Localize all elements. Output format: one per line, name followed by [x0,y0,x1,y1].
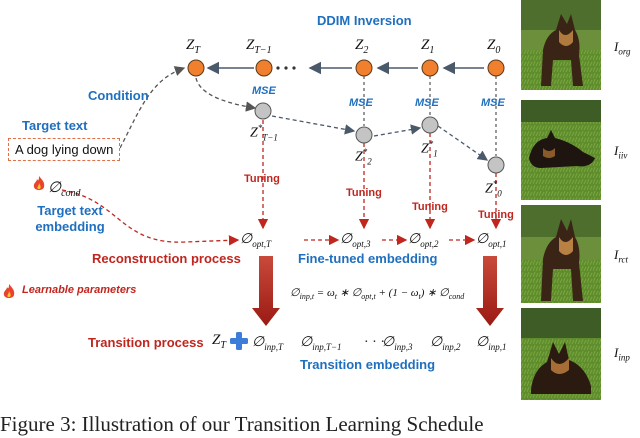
node-label-zstar-T-1: Z*T−1 [250,123,278,143]
flame-icon [3,284,15,298]
inp-label-T: ∅inp,T [252,335,283,352]
cond-symbol: ∅cond [48,180,81,199]
image-label-rct: Irct [614,247,629,265]
transition-process-label: Transition process [88,335,204,350]
node-z2 [355,59,373,77]
tuning-label-4: Tuning [478,209,514,221]
reconstruction-process-label: Reconstruction process [92,251,241,266]
node-zT [187,59,205,77]
node-label-zT: ZT [186,37,200,56]
transition-zT: ZT [212,332,226,351]
plus-icon [230,332,248,350]
big-arrow-right [476,256,504,326]
mse-label-2: MSE [349,97,373,109]
learnable-parameters-label: Learnable parameters [22,284,137,296]
node-label-z1: Z1 [421,37,435,56]
zt-to-zstar-curve [195,77,257,112]
node-label-z2: Z2 [355,37,369,56]
condition-curve [119,66,186,149]
inp-label-3: ∅inp,3 [382,335,413,352]
node-zstar-2 [355,126,373,144]
top-ellipsis [276,66,296,70]
tuning-label-1: Tuning [244,173,280,185]
opt-label-T: ∅opt,T [240,232,271,249]
inp-ellipsis: · · · [364,335,385,350]
formula: ∅inp,t = ωt ∗ ∅opt,t + (1 − ωt) ∗ ∅cond [290,287,465,302]
opt-label-2: ∅opt,2 [408,232,439,249]
node-zstar-1 [421,116,439,134]
inp-label-1: ∅inp,1 [476,335,507,352]
image-inp [521,308,601,400]
node-zT-1 [255,59,273,77]
inp-label-2: ∅inp,2 [430,335,461,352]
tuning-label-3: Tuning [412,201,448,213]
mse-label-3: MSE [415,97,439,109]
bottom-chain-arrows [271,115,489,161]
opt-label-1: ∅opt,1 [476,232,507,249]
image-iiv [521,100,601,200]
mse-label-4: MSE [481,97,505,109]
node-z0 [487,59,505,77]
top-nodes [187,59,505,77]
tuning-arrows [257,120,502,230]
image-org [521,0,601,90]
image-label-inp: Iinp [614,345,630,363]
ddim-inversion-label: DDIM Inversion [317,13,412,28]
target-text-embedding-label: Target text embedding [35,203,105,234]
condition-label: Condition [88,88,149,103]
node-zstar-0 [487,156,505,174]
transition-embedding-label: Transition embedding [300,357,436,372]
node-z1 [421,59,439,77]
mse-links [363,76,497,156]
image-label-org: Iorg [614,39,631,57]
node-label-zT-1: ZT−1 [246,37,272,56]
target-text-box: A dog lying down [8,138,121,161]
image-label-iiv: Iiiv [614,143,628,161]
bottom-nodes [254,102,505,174]
node-zstar-T-1 [254,102,272,120]
node-label-zstar-2: Z*2 [355,147,372,167]
target-text-label: Target text [22,118,88,133]
flame-icon [33,176,45,190]
tuning-label-2: Tuning [346,187,382,199]
node-label-zstar-0: Z*0 [485,179,502,199]
image-rct [521,205,601,303]
node-label-z0: Z0 [487,37,501,56]
big-arrow-left [252,256,280,326]
finetuned-embedding-label: Fine-tuned embedding [298,251,438,266]
opt-label-3: ∅opt,3 [340,232,371,249]
cond-embedding-curve [61,189,240,246]
node-label-zstar-1: Z*1 [421,139,438,159]
inp-label-T-1: ∅inp,T−1 [300,335,342,352]
figure-caption: Figure 3: Illustration of our Transition… [0,412,484,436]
mse-label-1: MSE [252,85,276,97]
